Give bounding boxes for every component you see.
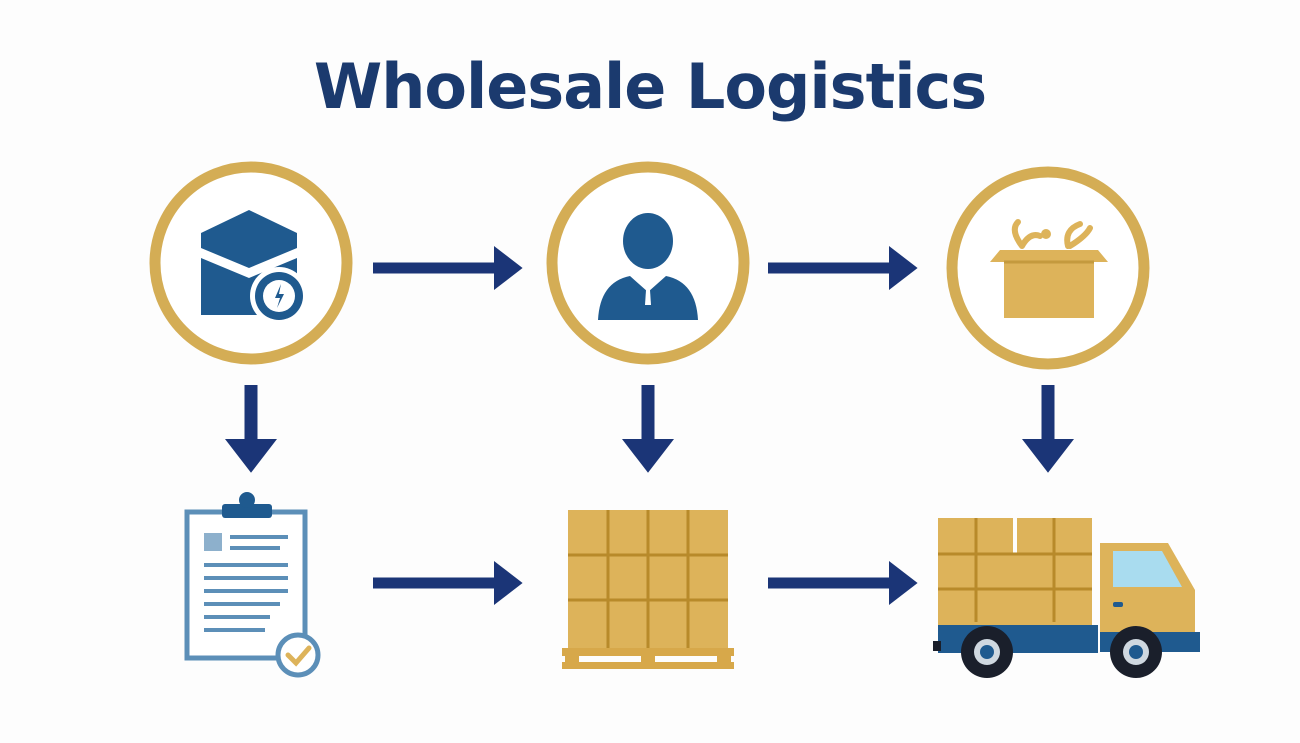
pallet-boxes-icon — [562, 510, 734, 669]
truck-wheel — [961, 626, 1013, 678]
diagram-title: Wholesale Logistics — [313, 50, 987, 123]
truck-wheel — [1110, 626, 1162, 678]
node-order-circle — [149, 161, 353, 365]
delivery-truck-icon — [933, 518, 1200, 678]
node-buyer-circle — [546, 161, 750, 365]
node-sourcing-circle — [946, 166, 1150, 370]
clipboard-check-icon — [184, 492, 321, 678]
open-box-icon — [990, 219, 1108, 318]
envelope-clock-icon — [201, 210, 308, 325]
person-icon — [598, 213, 698, 320]
